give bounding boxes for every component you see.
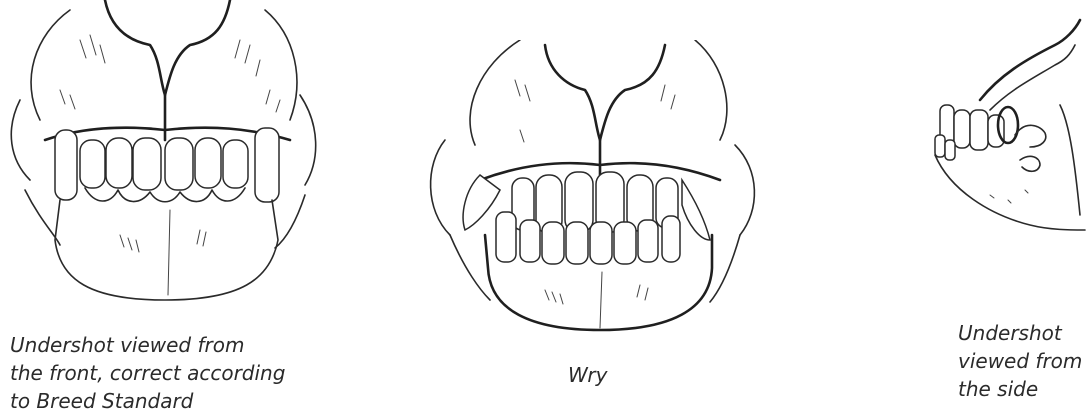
undershot-side-jaw-illustration	[930, 15, 1088, 250]
figure-caption-wry: Wry	[568, 361, 688, 389]
undershot-front-jaw-illustration	[0, 0, 330, 320]
wry-jaw-illustration	[420, 40, 770, 340]
figure-caption-undershot-side: Undershot viewed from the side	[958, 319, 1088, 403]
figure-caption-undershot-front: Undershot viewed from the front, correct…	[10, 331, 310, 415]
